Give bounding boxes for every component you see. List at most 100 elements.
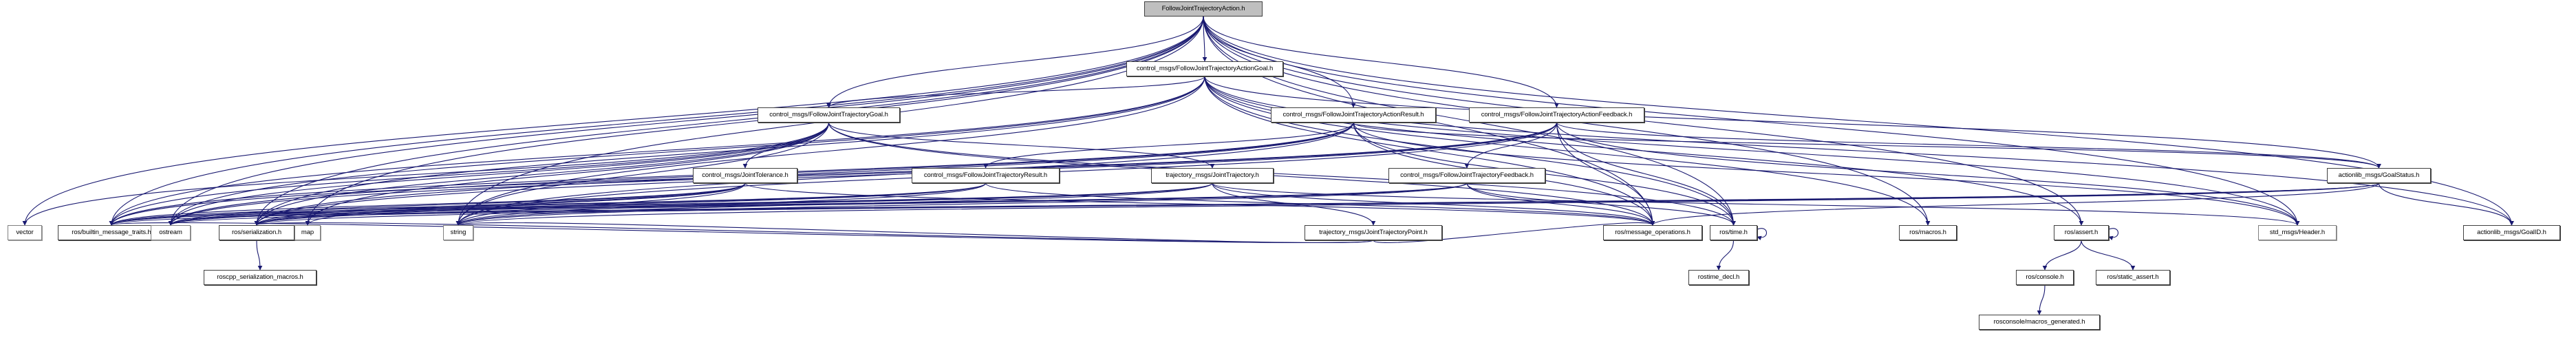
graph-node-label: ros/console.h xyxy=(2026,273,2064,281)
graph-node-followjointtrajectoryaction-h[interactable]: FollowJointTrajectoryAction.h xyxy=(1144,1,1263,17)
graph-node-vector[interactable]: vector xyxy=(8,225,42,240)
graph-node-control-msgs-followjointtrajectoryactionfeedback-h[interactable]: control_msgs/FollowJointTrajectoryAction… xyxy=(1469,107,1644,123)
graph-edge xyxy=(1204,76,1931,226)
graph-edge xyxy=(1204,76,2514,226)
graph-node-label: ros/static_assert.h xyxy=(2107,273,2159,281)
graph-edge xyxy=(1466,182,1655,226)
graph-edge xyxy=(254,182,987,226)
graph-edge xyxy=(455,182,1468,226)
graph-edge xyxy=(305,16,1204,226)
graph-node-label: roscpp_serialization_macros.h xyxy=(217,273,303,281)
graph-node-control-msgs-followjointtrajectoryactiongoal-h[interactable]: control_msgs/FollowJointTrajectoryAction… xyxy=(1126,61,1283,76)
graph-edge xyxy=(1556,122,1655,226)
graph-edge xyxy=(1212,182,1655,226)
graph-node-actionlib-msgs-goalstatus-h[interactable]: actionlib_msgs/GoalStatus.h xyxy=(2327,168,2431,183)
graph-edge xyxy=(455,182,987,226)
graph-edge xyxy=(255,182,1468,226)
graph-edge xyxy=(1757,228,1768,241)
graph-node-label: control_msgs/FollowJointTrajectoryAction… xyxy=(1481,111,1633,118)
graph-edge xyxy=(828,122,1215,169)
graph-node-actionlib-msgs-goalid-h[interactable]: actionlib_msgs/GoalID.h xyxy=(2463,225,2560,240)
graph-node-trajectory-msgs-jointtrajectory-h[interactable]: trajectory_msgs/JointTrajectory.h xyxy=(1151,168,1274,183)
graph-edge xyxy=(168,182,1213,226)
graph-node-label: control_msgs/FollowJointTrajectoryFeedba… xyxy=(1400,171,1534,179)
graph-edge xyxy=(455,76,1205,226)
graph-node-label: control_msgs/FollowJointTrajectoryAction… xyxy=(1282,111,1424,118)
graph-edge xyxy=(1204,76,1736,226)
graph-node-label: rostime_decl.h xyxy=(1697,273,1740,281)
graph-node-control-msgs-followjointtrajectoryresult-h[interactable]: control_msgs/FollowJointTrajectoryResult… xyxy=(912,168,1060,183)
graph-edge xyxy=(1556,122,2300,226)
graph-edge xyxy=(22,16,1204,226)
graph-edge xyxy=(1464,122,1558,169)
graph-node-label: control_msgs/FollowJointTrajectoryGoal.h xyxy=(769,111,888,118)
graph-node-ostream[interactable]: ostream xyxy=(151,225,191,240)
graph-node-label: ros/message_operations.h xyxy=(1615,229,1690,236)
graph-node-label: std_msgs/Header.h xyxy=(2269,229,2326,236)
graph-node-ros-time-h[interactable]: ros/time.h xyxy=(1710,225,1757,240)
graph-edge xyxy=(255,220,1374,244)
graph-edge xyxy=(254,76,1205,226)
graph-edge xyxy=(2042,240,2082,271)
graph-node-label: ostream xyxy=(159,229,182,236)
graph-node-label: control_msgs/FollowJointTrajectoryAction… xyxy=(1136,65,1274,72)
graph-node-label: control_msgs/JointTolerance.h xyxy=(702,171,788,179)
graph-edge xyxy=(1650,182,2380,226)
graph-edge xyxy=(1716,240,1735,271)
graph-edge xyxy=(168,182,746,226)
graph-node-trajectory-msgs-jointtrajectorypoint-h[interactable]: trajectory_msgs/JointTrajectoryPoint.h xyxy=(1305,225,1442,240)
graph-edge xyxy=(109,182,746,226)
graph-node-label: FollowJointTrajectoryAction.h xyxy=(1161,5,1245,12)
graph-node-ros-builtin-message-traits-h[interactable]: ros/builtin_message_traits.h xyxy=(58,225,165,240)
graph-node-string[interactable]: string xyxy=(443,225,473,240)
graph-edge xyxy=(983,122,1354,169)
graph-edge xyxy=(456,182,2380,226)
graph-node-ros-static-assert-h[interactable]: ros/static_assert.h xyxy=(2096,270,2170,285)
graph-edge xyxy=(744,182,1655,226)
graph-node-control-msgs-jointtolerance-h[interactable]: control_msgs/JointTolerance.h xyxy=(693,168,797,183)
graph-node-label: actionlib_msgs/GoalID.h xyxy=(2477,229,2546,236)
graph-edge xyxy=(2378,182,2514,226)
graph-edge xyxy=(2037,284,2046,315)
graph-edge xyxy=(255,182,2380,226)
graph-node-roscpp-serialization-macros-h[interactable]: roscpp_serialization_macros.h xyxy=(204,270,316,285)
graph-edge xyxy=(109,182,2380,226)
graph-node-label: ros/macros.h xyxy=(1909,229,1946,236)
graph-node-ros-message-operations-h[interactable]: ros/message_operations.h xyxy=(1603,225,1702,240)
graph-edge xyxy=(254,182,746,226)
graph-node-control-msgs-followjointtrajectoryfeedback-h[interactable]: control_msgs/FollowJointTrajectoryFeedba… xyxy=(1388,168,1545,183)
graph-node-std-msgs-header-h[interactable]: std_msgs/Header.h xyxy=(2258,225,2337,240)
graph-edge xyxy=(109,182,1468,226)
graph-node-map[interactable]: map xyxy=(294,225,321,240)
graph-edge xyxy=(2108,228,2119,241)
graph-edge xyxy=(254,122,1558,226)
graph-node-label: vector xyxy=(16,229,34,236)
graph-edge xyxy=(1353,122,2381,169)
graph-edge xyxy=(305,182,746,226)
graph-edge xyxy=(1556,122,2381,169)
graph-node-control-msgs-followjointtrajectorygoal-h[interactable]: control_msgs/FollowJointTrajectoryGoal.h xyxy=(758,107,900,123)
graph-node-label: ros/serialization.h xyxy=(231,229,282,236)
graph-edge xyxy=(168,122,1558,226)
graph-node-label: control_msgs/FollowJointTrajectoryResult… xyxy=(923,171,1048,179)
graph-edge xyxy=(109,182,1213,226)
graph-edge xyxy=(1212,182,2300,226)
graph-node-label: actionlib_msgs/GoalStatus.h xyxy=(2338,171,2420,179)
graph-edge xyxy=(985,182,1655,226)
graph-edge xyxy=(168,76,1205,226)
graph-node-ros-assert-h[interactable]: ros/assert.h xyxy=(2054,225,2109,240)
graph-node-ros-console-h[interactable]: ros/console.h xyxy=(2016,270,2074,285)
graph-edge xyxy=(109,76,1205,226)
graph-node-control-msgs-followjointtrajectoryactionresult-h[interactable]: control_msgs/FollowJointTrajectoryAction… xyxy=(1271,107,1436,123)
graph-edge xyxy=(109,16,1204,226)
graph-edge xyxy=(168,16,1204,226)
graph-edge xyxy=(2081,240,2136,271)
graph-node-rosconsole-macros-generated-h[interactable]: rosconsole/macros_generated.h xyxy=(1979,315,2100,330)
graph-edge xyxy=(254,16,1204,226)
graph-node-label: ros/time.h xyxy=(1719,229,1748,236)
graph-node-rostime-decl-h[interactable]: rostime_decl.h xyxy=(1688,270,1749,285)
graph-node-ros-serialization-h[interactable]: ros/serialization.h xyxy=(219,225,294,240)
graph-edge xyxy=(456,220,1374,244)
graph-node-ros-macros-h[interactable]: ros/macros.h xyxy=(1899,225,1957,240)
